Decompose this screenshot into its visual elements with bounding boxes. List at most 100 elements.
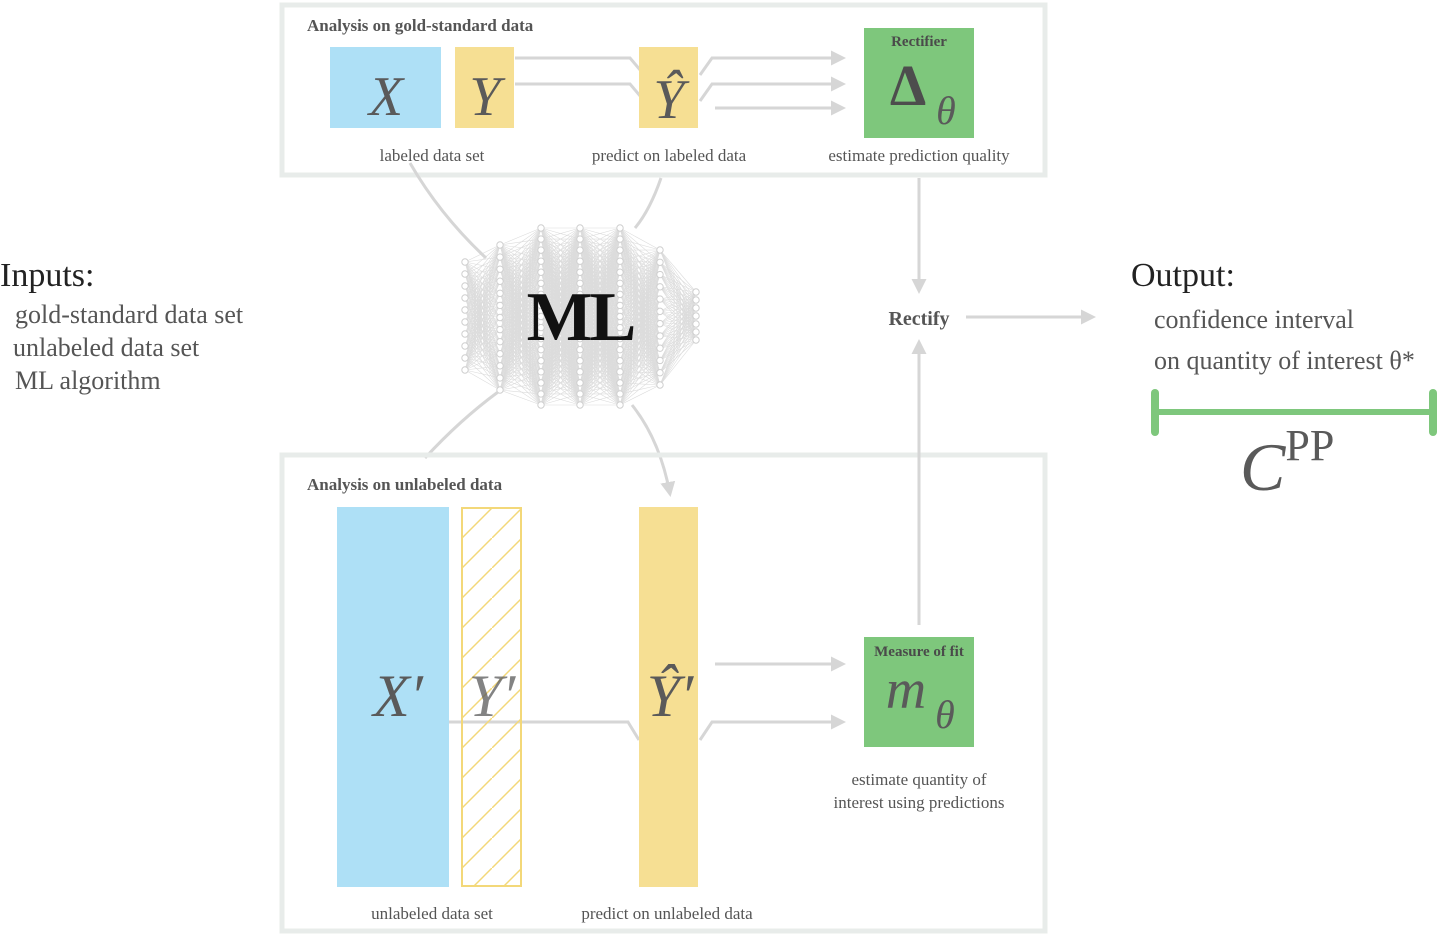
network-node — [576, 323, 584, 332]
output-line-1: confidence interval — [1154, 305, 1354, 334]
network-edge — [619, 360, 661, 395]
network-edge — [619, 372, 661, 406]
network-edge — [540, 371, 581, 406]
network-edge — [540, 227, 581, 284]
network-edge — [540, 283, 581, 406]
network-edge — [659, 286, 697, 301]
network-edge — [579, 349, 621, 406]
network-edge — [579, 382, 621, 406]
network-edge — [499, 317, 542, 328]
input-item-gold-standard: gold-standard data set — [15, 300, 244, 329]
network-node — [576, 279, 584, 288]
network-edge — [499, 377, 542, 384]
network-edge — [659, 291, 697, 300]
network-edge — [499, 283, 542, 306]
caption-predict-unlabeled: predict on unlabeled data — [581, 904, 753, 923]
network-node — [576, 235, 584, 243]
network-edge — [540, 227, 581, 262]
network-edge — [499, 371, 542, 391]
network-edge — [499, 389, 542, 406]
network-node — [461, 342, 469, 350]
network-edge — [619, 348, 661, 406]
network-node — [576, 301, 584, 310]
gold-standard-title: Analysis on gold-standard data — [307, 16, 534, 35]
network-edge — [499, 316, 542, 342]
network-edge — [499, 293, 542, 328]
network-edge — [499, 349, 542, 391]
network-edge — [499, 316, 542, 391]
network-edge — [619, 305, 661, 337]
network-edge — [659, 291, 697, 349]
network-node — [656, 283, 664, 291]
network-edge — [540, 227, 581, 339]
network-edge — [540, 227, 581, 406]
network-edge — [499, 360, 542, 379]
network-edge — [540, 250, 581, 406]
labeled-y-symbol: Y — [469, 66, 506, 128]
network-edge — [619, 249, 661, 284]
network-edge — [499, 338, 542, 391]
network-node — [496, 277, 504, 285]
network-edge — [464, 293, 501, 371]
network-edge — [619, 372, 661, 395]
network-edge — [619, 249, 661, 339]
network-edge — [540, 227, 581, 251]
network-edge — [579, 305, 621, 406]
network-node — [537, 357, 545, 365]
network-edge — [464, 341, 501, 371]
network-edge — [659, 315, 697, 386]
network-edge — [499, 293, 542, 306]
network-edge — [659, 249, 697, 301]
network-edge — [464, 244, 501, 275]
network-edge — [499, 227, 542, 342]
network-edge — [499, 227, 542, 294]
network-edge — [659, 286, 697, 293]
network-node — [616, 268, 624, 276]
network-edge — [659, 315, 697, 373]
rectify-arrows — [911, 178, 1096, 625]
network-edge — [499, 316, 542, 330]
network-edge — [659, 339, 697, 373]
network-edge — [659, 307, 697, 312]
network-edge — [659, 298, 697, 309]
network-edge — [464, 244, 501, 347]
network-node — [576, 345, 584, 354]
network-edge — [464, 365, 501, 371]
network-node — [616, 279, 624, 288]
network-edge — [619, 249, 661, 263]
network-node — [461, 366, 469, 374]
network-edge — [579, 227, 621, 295]
network-edge — [464, 269, 501, 371]
network-edge — [619, 327, 661, 337]
network-node — [537, 279, 545, 288]
network-edge — [579, 227, 621, 317]
network-edge — [464, 244, 501, 287]
network-node — [656, 332, 664, 340]
confidence-interval-bar — [1151, 389, 1437, 436]
measure-of-fit-block: Measure of fit m θ — [864, 637, 974, 747]
network-edge — [499, 305, 542, 318]
network-node — [576, 379, 584, 387]
network-node — [616, 368, 624, 376]
network-edge — [464, 305, 501, 371]
network-node — [537, 290, 545, 299]
network-edge — [499, 338, 542, 342]
network-edge — [579, 250, 621, 406]
network-edge — [499, 227, 542, 366]
network-edge — [659, 291, 697, 337]
network-node — [656, 270, 664, 279]
network-node — [576, 357, 584, 365]
caption-predict-labeled: predict on labeled data — [592, 146, 747, 165]
network-node — [537, 368, 545, 376]
network-edge — [499, 261, 542, 391]
network-edge — [619, 316, 661, 324]
network-edge — [619, 249, 661, 262]
network-node — [537, 235, 545, 243]
interval-symbol-base: C — [1240, 429, 1286, 505]
network-edge — [499, 238, 542, 246]
network-edge — [579, 227, 621, 406]
caption-prediction-quality: estimate prediction quality — [828, 146, 1010, 165]
network-node — [616, 390, 624, 398]
network-edge — [499, 293, 542, 317]
ml-label: ML — [527, 279, 634, 356]
